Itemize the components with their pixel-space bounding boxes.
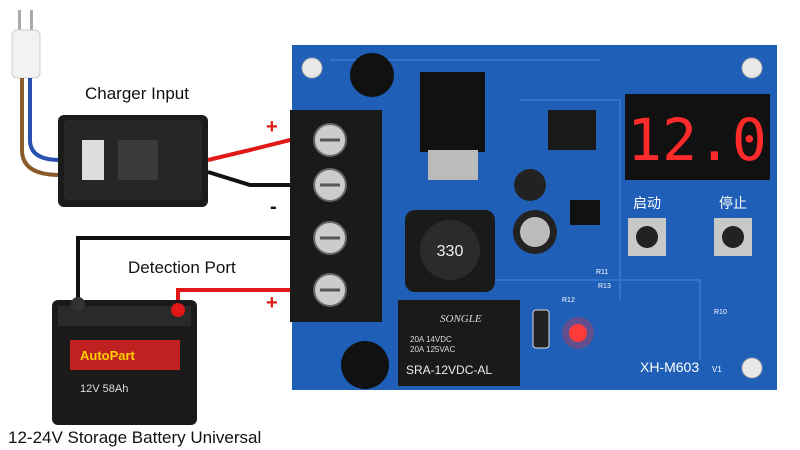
silkscreen-r12: R12 (562, 297, 575, 304)
positive-sign-charger: + (266, 116, 278, 138)
charger-input-label: Charger Input (85, 84, 189, 103)
start-button (636, 226, 658, 248)
stop-button (722, 226, 744, 248)
negative-sign: - (270, 196, 277, 218)
battery-negative-wire (76, 236, 325, 300)
power-plug (11, 10, 61, 177)
relay-brand: SONGLE (440, 313, 482, 325)
silkscreen-r11: R11 (596, 269, 608, 276)
charger-adapter (58, 115, 208, 207)
inductor-code: 330 (437, 243, 464, 260)
board-version: V1 (712, 365, 722, 374)
relay-rating-2: 20A 125VAC (410, 345, 455, 354)
relay-model: SRA-12VDC-AL (406, 363, 492, 377)
positive-sign-battery: + (266, 292, 278, 314)
stop-button-label: 停止 (719, 195, 747, 212)
relay-rating-1: 20A 14VDC (410, 335, 452, 344)
board-model: XH-M603 (640, 359, 699, 375)
silkscreen-r13: R13 (598, 283, 611, 290)
circuit-board: 330 R10 R11 R12 R13 12.0 启动 停止 SONGLE 20… (290, 45, 777, 390)
detection-port-label: Detection Port (128, 258, 236, 277)
start-button-label: 启动 (633, 196, 661, 212)
silkscreen-r10: R10 (714, 309, 727, 316)
led-display-value: 12.0 (627, 106, 767, 174)
battery-brand: AutoPart (80, 348, 136, 363)
battery: AutoPart 12V 58Ah (52, 297, 197, 425)
battery-caption: 12-24V Storage Battery Universal (8, 428, 262, 447)
battery-spec: 12V 58Ah (80, 383, 128, 395)
